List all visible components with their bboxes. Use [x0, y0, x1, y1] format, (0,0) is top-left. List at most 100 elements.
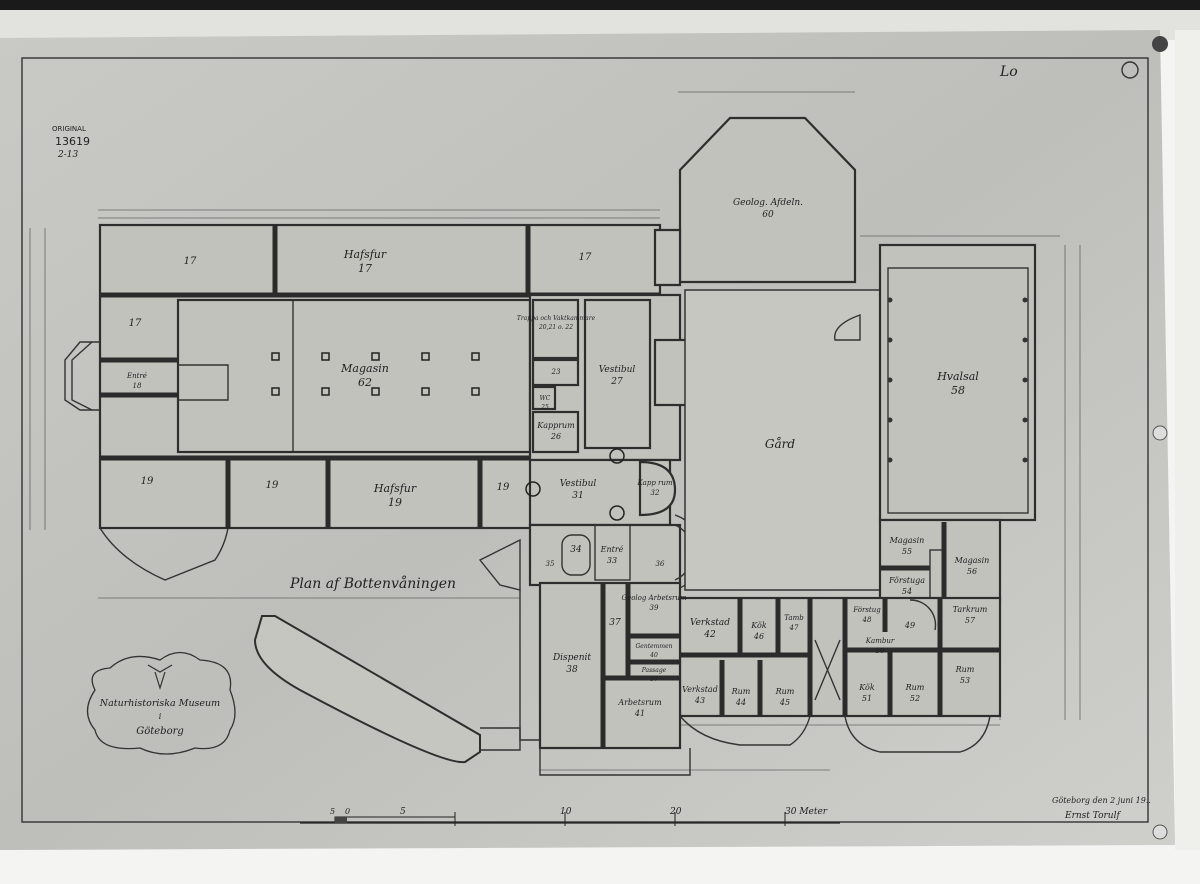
west-entrance-stairs — [64, 341, 100, 411]
corner-mark: Lo — [999, 64, 1018, 80]
room-number: 37 — [609, 618, 621, 628]
scale-tick: 20 — [669, 807, 682, 817]
room-name: Tamb — [784, 614, 804, 622]
top-edge — [0, 0, 1200, 10]
room-number: 53 — [960, 676, 970, 685]
room-name: Rum — [905, 683, 925, 692]
room-number: 27 — [610, 377, 623, 387]
room-name: Magasin — [340, 362, 389, 375]
room-number: 17 — [358, 262, 372, 275]
room-name: Kapp rum — [636, 479, 672, 487]
room-name: Magasin — [954, 556, 990, 565]
room-number: 42 — [703, 630, 716, 640]
room-name: Verkstad — [682, 685, 718, 694]
pin-hole — [1152, 36, 1168, 52]
room-number: 43 — [694, 696, 705, 705]
room-number: 37 — [650, 676, 658, 683]
room-name: Magasin — [889, 536, 925, 545]
room-name: Rum — [775, 687, 795, 696]
scale-tick: 10 — [560, 807, 572, 817]
room-name: Gentemmen — [636, 643, 673, 650]
south-west-block — [519, 581, 691, 776]
room-number: 40 — [649, 652, 658, 659]
diagonal-passage — [253, 615, 481, 764]
room-name: Rum — [955, 665, 975, 674]
room-number: 19 — [266, 480, 279, 491]
room-number: 45 — [779, 698, 790, 707]
room-name: Hafsfur — [343, 248, 387, 261]
room-number: 34 — [570, 545, 582, 555]
room-number: 23 — [551, 368, 561, 376]
scale-tick: 5 — [330, 807, 335, 816]
room-number: 48 — [862, 616, 872, 624]
scale-tick: 30 Meter — [785, 807, 828, 817]
room-number: 49 — [904, 621, 915, 630]
room-number: 51 — [862, 694, 872, 703]
room-number: 54 — [902, 587, 912, 596]
room-number: 58 — [951, 384, 965, 397]
plan-title: Plan af Bottenvåningen — [289, 575, 456, 592]
room-number: 18 — [133, 382, 142, 390]
scale-bar: 5 0 5 10 20 30 Meter — [300, 807, 840, 826]
room-name: Kök — [858, 683, 875, 692]
room-number: 50 — [876, 647, 885, 655]
room-name: Geolog Arbetsrum — [621, 594, 686, 602]
room-number: 31 — [572, 491, 583, 501]
room-name: Kapprum — [536, 421, 575, 430]
stamp-label: ORIGINAL — [52, 125, 86, 133]
room-number: 19 — [141, 476, 154, 487]
signature-name: Ernst Torulf — [1064, 811, 1121, 821]
room-number: 20,21 o. 22 — [538, 324, 573, 331]
room-number: 35 — [546, 560, 555, 568]
room-number: 52 — [910, 694, 920, 703]
room-name: Verkstad — [690, 618, 730, 628]
room-number: 57 — [965, 616, 976, 625]
drawing-frame — [21, 57, 1149, 823]
cartouche-line2: i — [159, 712, 162, 721]
room-name: Passage — [641, 667, 667, 674]
scale-tick: 0 — [345, 807, 350, 816]
room-name: Kambur — [865, 637, 895, 645]
room-number: 56 — [967, 567, 977, 576]
east-wing — [878, 243, 1037, 602]
room-number: 32 — [651, 489, 660, 497]
ox-skull-icon — [147, 664, 173, 691]
room-number: 17 — [184, 256, 197, 267]
room-name: Gård — [765, 436, 795, 451]
stamp-number: 13619 — [55, 135, 90, 148]
room-name: Rum — [731, 687, 751, 696]
museum-cartouche: Naturhistoriska Museum i Göteborg — [86, 651, 236, 755]
room-name: Entré — [600, 545, 624, 554]
room-name: Tarkrum — [953, 605, 988, 614]
geological-department-wing — [653, 116, 857, 287]
room-name: WC — [540, 395, 551, 402]
room-number: 33 — [607, 556, 617, 565]
room-number: 60 — [762, 210, 774, 220]
room-name: Hafsfur — [373, 482, 417, 495]
room-name: Vestibul — [560, 479, 597, 489]
room-name: Arbetsrum — [617, 698, 662, 707]
room-number: 47 — [789, 624, 799, 632]
room-name: Vestibul — [599, 365, 636, 375]
room-number: 25 — [540, 404, 549, 411]
room-number: 19 — [388, 496, 402, 509]
room-number: 17 — [129, 318, 142, 329]
room-name: Trappa och Vaktkammare — [517, 315, 596, 322]
room-name: Hvalsal — [936, 370, 979, 383]
cartouche-line3: Göteborg — [136, 726, 184, 737]
room-number: 44 — [735, 698, 746, 707]
room-name: Förstug — [852, 606, 881, 614]
room-name: Geolog. Afdeln. — [733, 198, 803, 208]
room-name: Förstuga — [888, 576, 925, 585]
room-number: 38 — [566, 665, 578, 675]
cartouche-line1: Naturhistoriska Museum — [99, 698, 220, 709]
room-number: 17 — [579, 252, 592, 263]
signature-date: Göteborg den 2 juni 19.. — [1052, 796, 1151, 805]
room-number: 39 — [650, 604, 659, 612]
room-name: Dispenit — [552, 653, 591, 663]
room-number: 36 — [656, 560, 665, 568]
room-number: 55 — [902, 547, 912, 556]
